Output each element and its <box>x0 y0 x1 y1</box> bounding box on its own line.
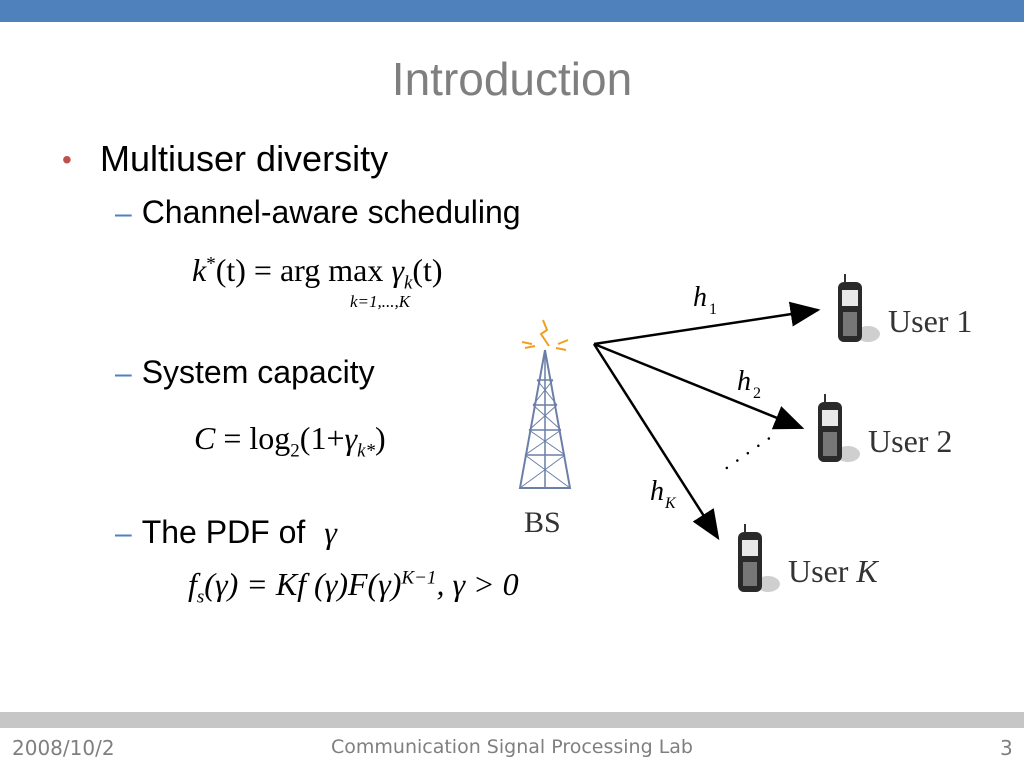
label-hK-sub: K <box>664 495 677 512</box>
slide-title: Introduction <box>391 53 633 105</box>
sub-bullet-scheduling: –Channel-aware scheduling <box>115 194 521 231</box>
top-accent-bar <box>0 0 1024 22</box>
equation-pdf: fs(γ) = Kf (γ)F(γ)K−1, γ > 0 <box>188 566 519 608</box>
eq3-s: s <box>196 586 205 608</box>
equation-scheduling: k*(t) = arg max γk(t) <box>192 252 443 294</box>
eq3-exp: K−1 <box>401 567 437 589</box>
eq3-body: (γ) = Kf (γ)F(γ) <box>204 566 402 602</box>
tower-icon <box>518 319 572 489</box>
footer-lab: Communication Signal Processing Lab <box>331 736 693 758</box>
arrow-userK <box>592 343 720 541</box>
label-h2-sub: 2 <box>753 385 761 402</box>
sub-bullet-capacity: –System capacity <box>115 354 375 391</box>
label-userK: User K <box>788 553 879 589</box>
phone-icon-user2 <box>818 394 860 462</box>
eq1-k: k <box>192 252 207 288</box>
eq2-close: ) <box>375 420 386 456</box>
eq2-C: C <box>194 420 216 456</box>
eq3-f: f <box>188 566 197 602</box>
sub-bullet-scheduling-label: Channel-aware scheduling <box>141 194 521 230</box>
user-ellipsis: · · · · · <box>717 426 779 480</box>
footer-bar <box>0 712 1024 728</box>
label-h1-sub: 1 <box>709 301 717 318</box>
eq1-under-index: k=1,...,K <box>350 292 411 311</box>
dash-icon: – <box>115 197 132 230</box>
eq2-sub: k* <box>357 440 376 462</box>
footer-date: 2008/10/2 <box>12 736 115 760</box>
eq2-log: = log <box>223 420 291 456</box>
label-h1: h <box>693 282 707 313</box>
eq2-base: 2 <box>290 440 300 462</box>
label-userK-prefix: User <box>788 553 856 589</box>
arrow-user1 <box>593 301 821 346</box>
eq1-gamma: γ <box>391 252 404 288</box>
eq2-gamma: γ <box>344 420 358 456</box>
sub-bullet-pdf-label: The PDF of <box>141 514 306 550</box>
sub-bullet-pdf: –The PDF of γ <box>115 514 337 551</box>
dash-icon: – <box>115 357 132 390</box>
eq1-t: (t) <box>412 252 443 288</box>
eq1-gamma-sub: k <box>403 272 413 294</box>
label-bs: BS <box>524 506 561 539</box>
phone-icon-userK <box>738 524 780 592</box>
eq3-tail: , γ > 0 <box>436 566 519 602</box>
sub-bullet-pdf-gamma: γ <box>324 514 337 550</box>
arrow-user2 <box>593 342 805 430</box>
phone-icon-user1 <box>838 274 880 342</box>
sub-bullet-capacity-label: System capacity <box>141 354 375 390</box>
bullet-dot-icon: • <box>62 144 72 175</box>
eq1-star: * <box>206 253 216 275</box>
footer-page-number: 3 <box>1000 736 1013 760</box>
eq1-argmax: (t) = arg max <box>215 252 384 288</box>
bullet-multiuser-diversity: Multiuser diversity <box>100 138 389 179</box>
label-hK: h <box>650 476 664 507</box>
equation-capacity: C = log2(1+γk*) <box>194 420 386 462</box>
label-h2: h <box>737 366 751 397</box>
label-user1: User 1 <box>888 303 972 339</box>
label-user2: User 2 <box>868 423 952 459</box>
label-userK-var: K <box>855 553 879 589</box>
dash-icon: – <box>115 517 132 550</box>
eq2-open: (1+ <box>299 420 345 456</box>
